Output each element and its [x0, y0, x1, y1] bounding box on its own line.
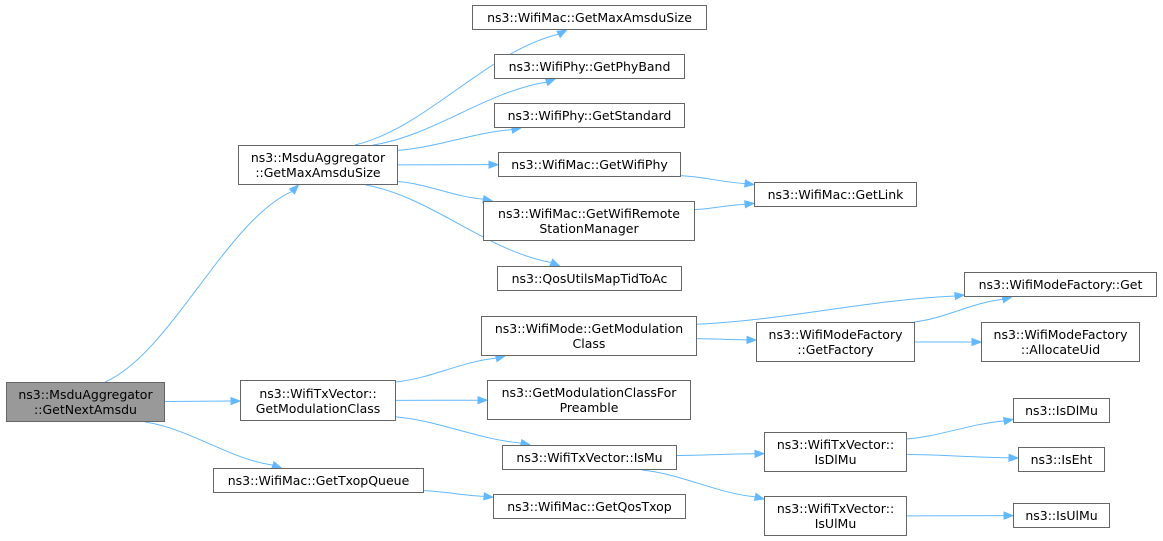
- node-factory-get[interactable]: ns3::WifiModeFactory::Get: [964, 272, 1157, 297]
- node-root[interactable]: ns3::MsduAggregator ::GetNextAmsdu: [6, 382, 165, 422]
- edge-getFactory-to-factoryGet: [913, 298, 1003, 323]
- node-label: ns3::WifiTxVector:: IsDlMu: [776, 437, 895, 467]
- node-get-wifi-phy[interactable]: ns3::WifiMac::GetWifiPhy: [498, 152, 681, 177]
- edge-modeGetModClass-to-factoryGet: [696, 295, 956, 325]
- arrowhead-getFactory-to-allocateUid: [971, 337, 983, 347]
- node-get-factory[interactable]: ns3::WifiModeFactory ::GetFactory: [756, 322, 915, 362]
- edge-getWifiRemote-to-getLink: [694, 203, 746, 211]
- arrowhead-modeGetModClass-to-getFactory: [746, 335, 758, 345]
- edge-txIsDlMu-to-isEht: [906, 453, 1010, 459]
- node-get-max-amsdu-size-mac[interactable]: ns3::WifiMac::GetMaxAmsduSize: [472, 5, 707, 30]
- node-get-max-amsdu-size-agg[interactable]: ns3::MsduAggregator ::GetMaxAmsduSize: [238, 145, 398, 185]
- edge-getMaxAmsduSizeAgg-to-getPhyBand: [373, 81, 547, 146]
- node-is-ul-mu[interactable]: ns3::IsUlMu: [1013, 503, 1110, 528]
- edge-getMaxAmsduSizeAgg-to-getWifiRemote: [397, 181, 484, 200]
- node-tx-is-dl-mu[interactable]: ns3::WifiTxVector:: IsDlMu: [764, 432, 907, 472]
- edge-isMu-to-txIsUlMu: [642, 469, 756, 498]
- arrowhead-isMu-to-txIsDlMu: [754, 449, 766, 459]
- node-label: ns3::WifiTxVector::IsMu: [516, 450, 663, 465]
- node-label: ns3::WifiMac::GetWifiRemote StationManag…: [498, 206, 680, 236]
- node-label: ns3::IsUlMu: [1025, 508, 1098, 523]
- edge-getMaxAmsduSizeAgg-to-getMaxAmsduSizeMac: [354, 33, 559, 146]
- arrowhead-getMaxAmsduSizeAgg-to-getMaxAmsduSizeMac: [556, 29, 568, 39]
- node-get-txop-queue[interactable]: ns3::WifiMac::GetTxopQueue: [213, 468, 424, 493]
- node-mode-get-modulation-class[interactable]: ns3::WifiMode::GetModulation Class: [481, 316, 697, 356]
- arrowhead-txIsUlMu-to-isUlMu: [1003, 511, 1015, 520]
- arrowhead-getWifiRemote-to-getLink: [744, 200, 756, 209]
- node-is-mu[interactable]: ns3::WifiTxVector::IsMu: [502, 445, 677, 470]
- node-label: ns3::WifiMac::GetQosTxop: [507, 499, 672, 514]
- edge-getModulationClassTx-to-isMu: [395, 416, 522, 444]
- node-label: ns3::MsduAggregator ::GetMaxAmsduSize: [250, 150, 386, 180]
- node-label: ns3::QosUtilsMapTidToAc: [511, 271, 668, 286]
- arrowhead-getMaxAmsduSizeAgg-to-getPhyBand: [544, 78, 557, 87]
- edge-txIsDlMu-to-isDlMu: [906, 420, 1005, 440]
- node-get-standard[interactable]: ns3::WifiPhy::GetStandard: [494, 103, 685, 128]
- arrowhead-getModulationClassTx-to-getModClassForPreamble: [477, 395, 489, 405]
- arrowhead-modeGetModClass-to-factoryGet: [954, 291, 966, 301]
- arrowhead-getWifiPhy-to-getLink: [744, 179, 756, 188]
- edge-getModulationClassTx-to-modeGetModClass: [395, 357, 497, 383]
- node-label: ns3::WifiPhy::GetStandard: [507, 108, 672, 123]
- node-tx-is-ul-mu[interactable]: ns3::WifiTxVector:: IsUlMu: [764, 496, 907, 536]
- arrowhead-txIsDlMu-to-isEht: [1008, 453, 1020, 462]
- node-label: ns3::WifiTxVector:: GetModulationClass: [255, 385, 381, 416]
- node-get-phy-band[interactable]: ns3::WifiPhy::GetPhyBand: [494, 54, 685, 79]
- node-allocate-uid[interactable]: ns3::WifiModeFactory ::AllocateUid: [981, 322, 1140, 362]
- arrowhead-getMaxAmsduSizeAgg-to-getWifiPhy: [488, 160, 500, 169]
- arrowhead-getTxopQueue-to-getQosTxop: [483, 492, 495, 501]
- node-get-qos-txop[interactable]: ns3::WifiMac::GetQosTxop: [493, 494, 686, 519]
- node-label: ns3::WifiMac::GetLink: [767, 187, 904, 202]
- edge-getTxopQueue-to-getQosTxop: [423, 490, 485, 497]
- edge-root-to-getMaxAmsduSizeAgg: [104, 190, 293, 383]
- node-label: ns3::WifiModeFactory::Get: [978, 277, 1143, 292]
- node-label: ns3::IsDlMu: [1025, 403, 1098, 418]
- node-get-modulation-class-tx[interactable]: ns3::WifiTxVector:: GetModulationClass: [240, 380, 396, 421]
- arrowhead-getMaxAmsduSizeAgg-to-qosUtils: [549, 258, 561, 267]
- node-get-link[interactable]: ns3::WifiMac::GetLink: [754, 182, 917, 207]
- edge-modeGetModClass-to-getFactory: [696, 338, 748, 341]
- node-label: ns3::WifiMode::GetModulation Class: [494, 321, 684, 351]
- node-label: ns3::WifiMac::GetWifiPhy: [511, 157, 668, 172]
- node-qos-utils-map-tid-to-ac[interactable]: ns3::QosUtilsMapTidToAc: [497, 266, 682, 291]
- arrowhead-root-to-getMaxAmsduSizeAgg: [288, 184, 300, 195]
- node-is-dl-mu[interactable]: ns3::IsDlMu: [1013, 398, 1110, 423]
- node-label: ns3::WifiMac::GetTxopQueue: [227, 473, 410, 488]
- edge-isMu-to-txIsDlMu: [676, 453, 756, 457]
- node-label: ns3::WifiPhy::GetPhyBand: [508, 59, 671, 74]
- arrowhead-root-to-getModulationClassTx: [230, 396, 242, 406]
- node-label: ns3::WifiMac::GetMaxAmsduSize: [487, 10, 692, 25]
- node-label: ns3::MsduAggregator ::GetNextAmsdu: [18, 387, 153, 417]
- node-is-eht[interactable]: ns3::IsEht: [1018, 447, 1105, 472]
- edge-getMaxAmsduSizeAgg-to-qosUtils: [365, 184, 552, 264]
- node-get-wifi-remote-station-manager[interactable]: ns3::WifiMac::GetWifiRemote StationManag…: [483, 201, 695, 241]
- edge-getWifiPhy-to-getLink: [680, 175, 746, 184]
- edge-getMaxAmsduSizeAgg-to-getStandard: [397, 129, 513, 151]
- node-label: ns3::WifiModeFactory ::GetFactory: [768, 327, 903, 357]
- node-label: ns3::GetModulationClassFor Preamble: [501, 385, 677, 415]
- arrowhead-isMu-to-txIsUlMu: [753, 492, 766, 501]
- node-label: ns3::WifiTxVector:: IsUlMu: [776, 501, 895, 531]
- edge-root-to-getTxopQueue: [144, 421, 273, 466]
- arrowhead-txIsDlMu-to-isDlMu: [1002, 416, 1015, 426]
- node-label: ns3::WifiModeFactory ::AllocateUid: [993, 327, 1128, 357]
- node-label: ns3::IsEht: [1030, 452, 1093, 467]
- node-get-modulation-class-for-preamble[interactable]: ns3::GetModulationClassFor Preamble: [487, 380, 691, 420]
